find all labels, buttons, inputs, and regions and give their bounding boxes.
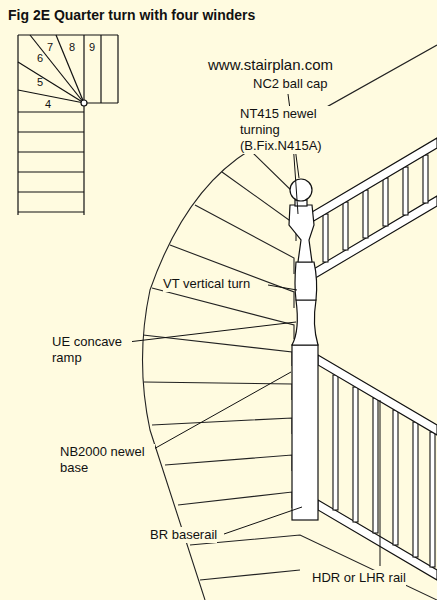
lower-flight (318, 355, 437, 580)
part-label: NB2000 newel base (60, 444, 155, 476)
leader-lines (128, 94, 380, 566)
stair-plan (18, 35, 118, 215)
part-label: VT vertical turn (163, 276, 250, 292)
website-watermark: www.stairplan.com (208, 56, 333, 74)
tread-number: 8 (69, 41, 75, 53)
newel-post (289, 179, 318, 520)
tread-number: 5 (37, 76, 43, 88)
upper-flight (312, 138, 437, 280)
part-label: BR baserail (150, 527, 217, 543)
tread-number: 7 (47, 41, 53, 53)
part-label: UE concave ramp (52, 334, 132, 366)
tread-number: 4 (45, 98, 51, 110)
tread-number: 9 (89, 41, 95, 53)
part-label: NC2 ball cap (253, 76, 327, 92)
part-label: NT415 newel turning (B.Fix.N415A) (240, 106, 336, 154)
part-label: HDR or LHR rail (312, 570, 406, 586)
figure-title: Fig 2E Quarter turn with four winders (8, 6, 255, 24)
tread-number: 6 (37, 52, 43, 64)
